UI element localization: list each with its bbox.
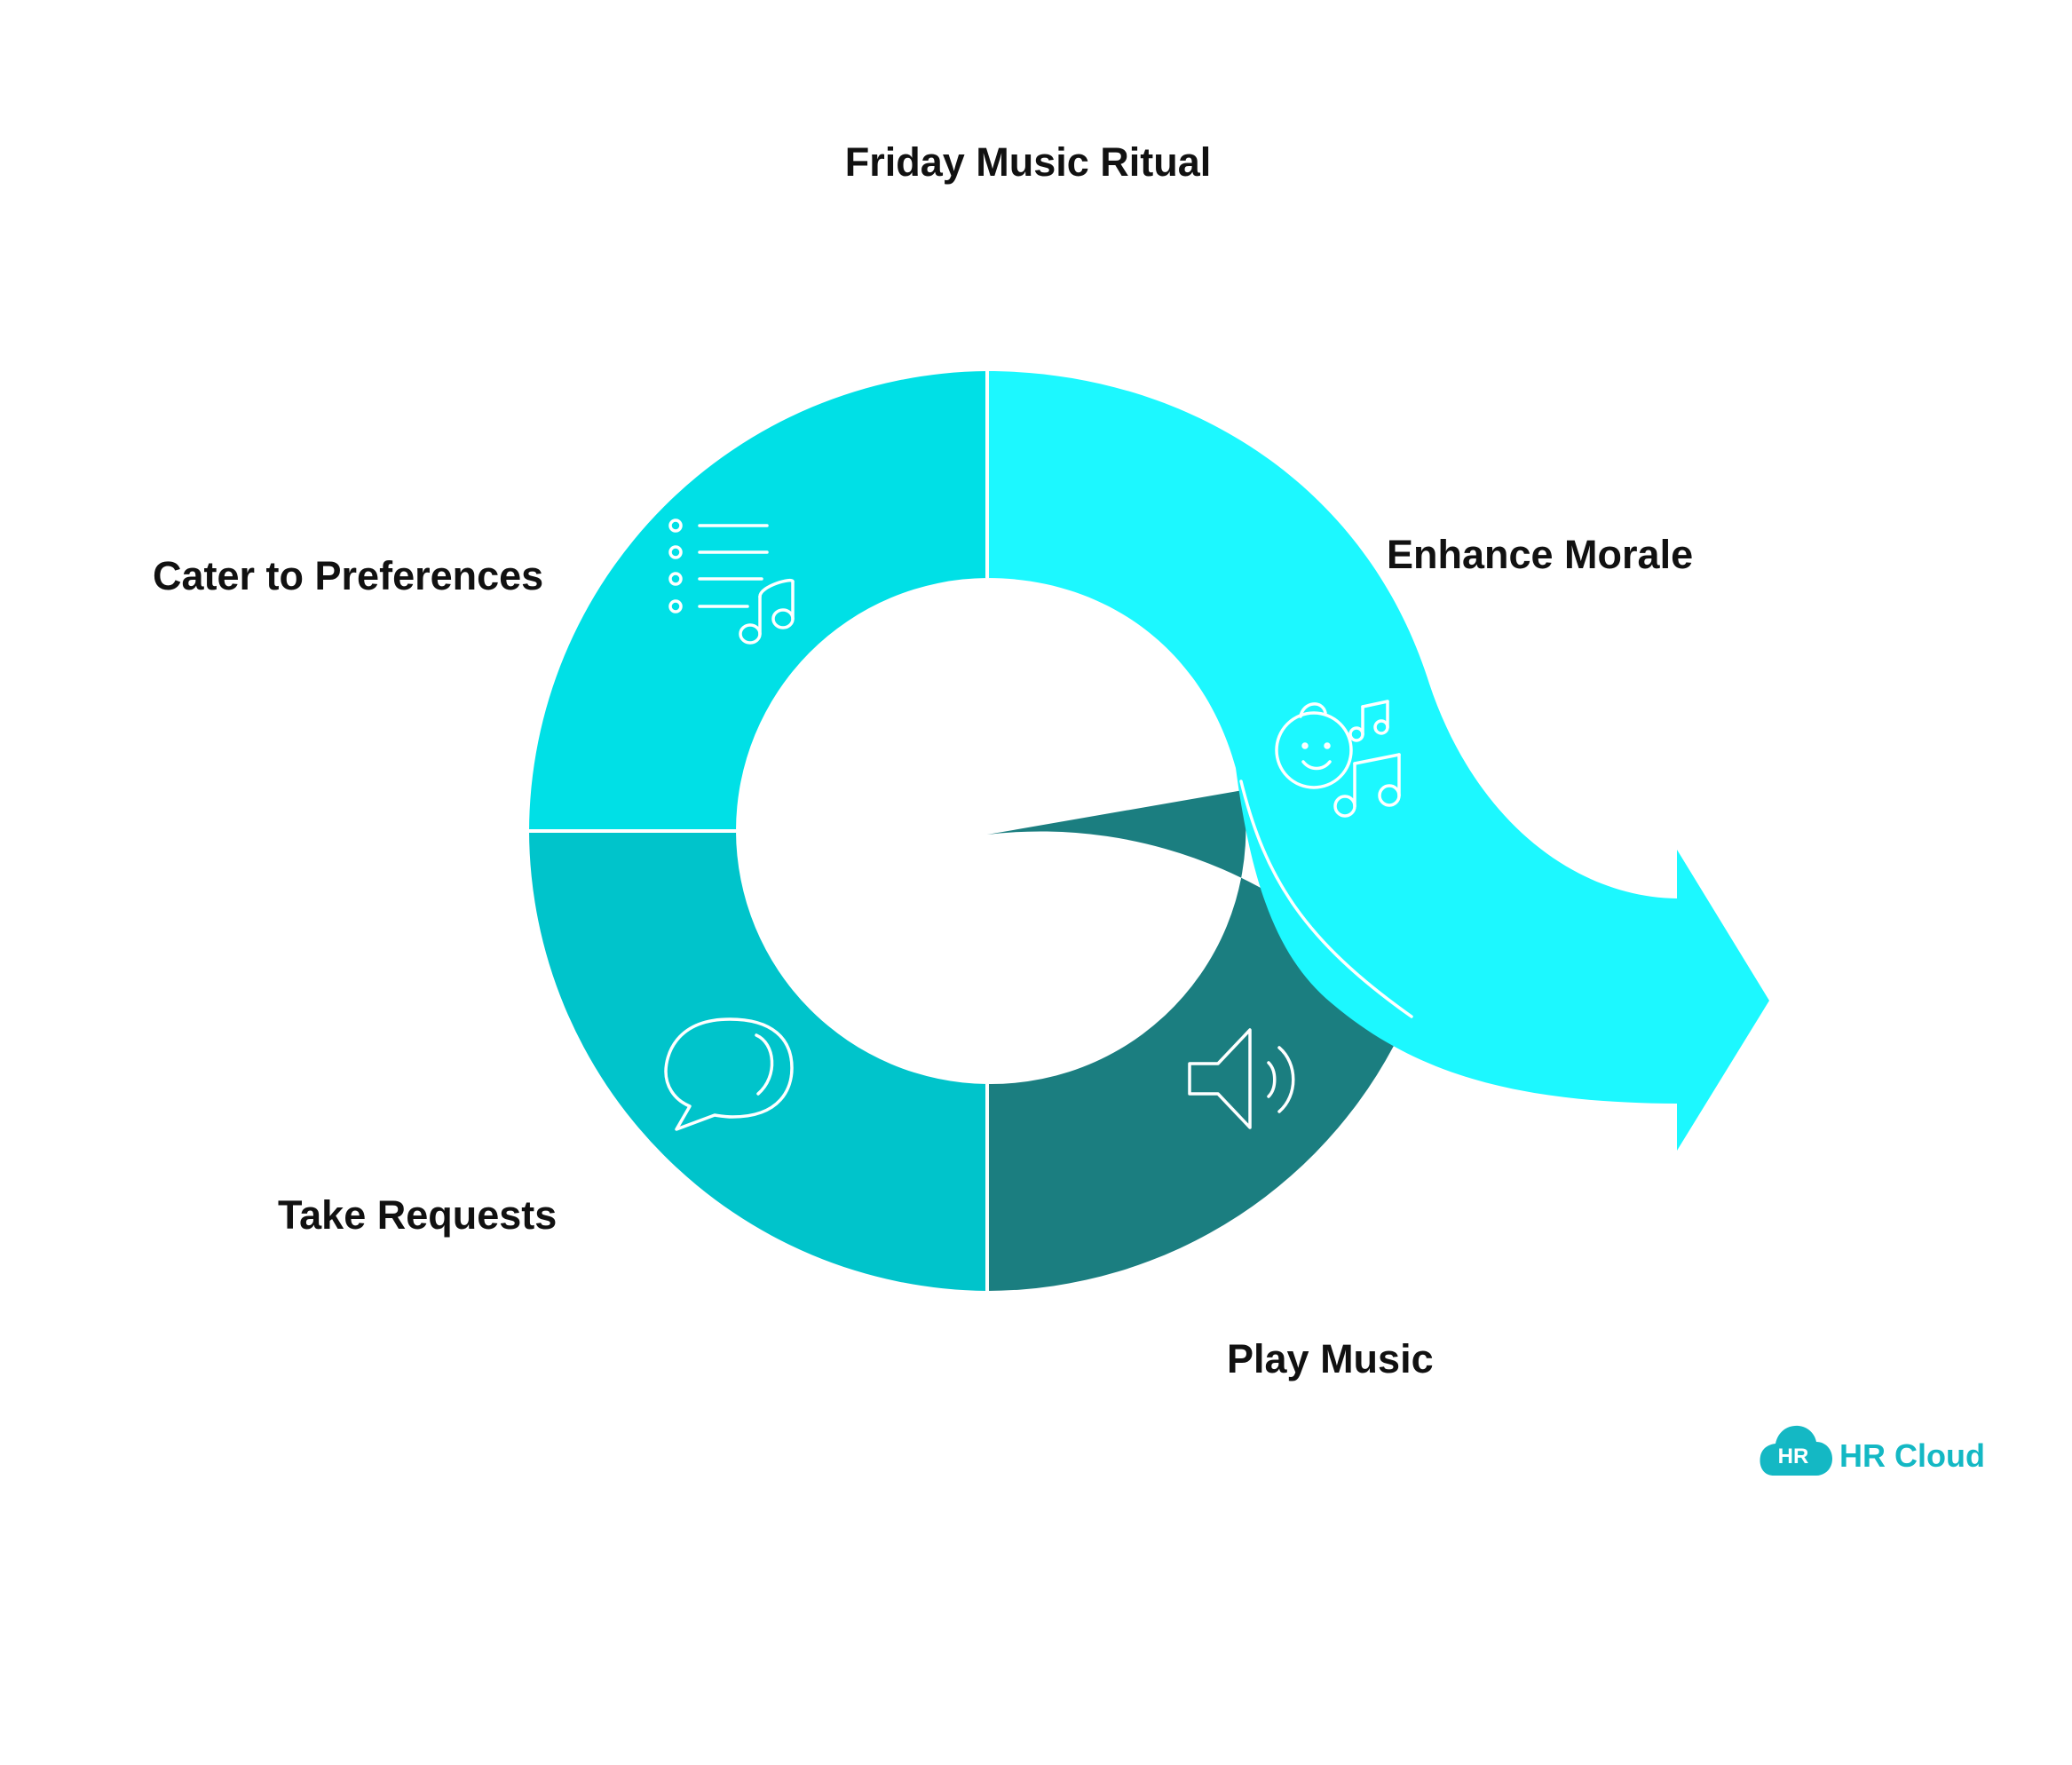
segment-enhance-morale-arrow: [987, 371, 1769, 1151]
brand-badge-text: HR: [1778, 1444, 1809, 1468]
speaker-icon: [1188, 1028, 1295, 1129]
chat-bubble-icon: [664, 1017, 794, 1131]
label-cater-to-preferences: Cater to Preferences: [153, 553, 543, 598]
brand-name: HR Cloud: [1839, 1437, 1985, 1474]
segment-cater-to-preferences: [529, 371, 987, 831]
diagram-title: Friday Music Ritual: [845, 139, 1212, 185]
playlist-music-icon: [668, 518, 795, 645]
cloud-badge: [1760, 1425, 1832, 1476]
label-take-requests: Take Requests: [278, 1192, 557, 1238]
label-enhance-morale: Enhance Morale: [1387, 532, 1693, 577]
divider-arrow-edge: [1239, 780, 1413, 1018]
happy-face-music-icon: [1275, 700, 1401, 818]
segment-take-requests: [529, 831, 987, 1291]
label-play-music: Play Music: [1227, 1336, 1434, 1381]
hr-cloud-logo: HR HR Cloud: [1760, 1425, 1985, 1476]
